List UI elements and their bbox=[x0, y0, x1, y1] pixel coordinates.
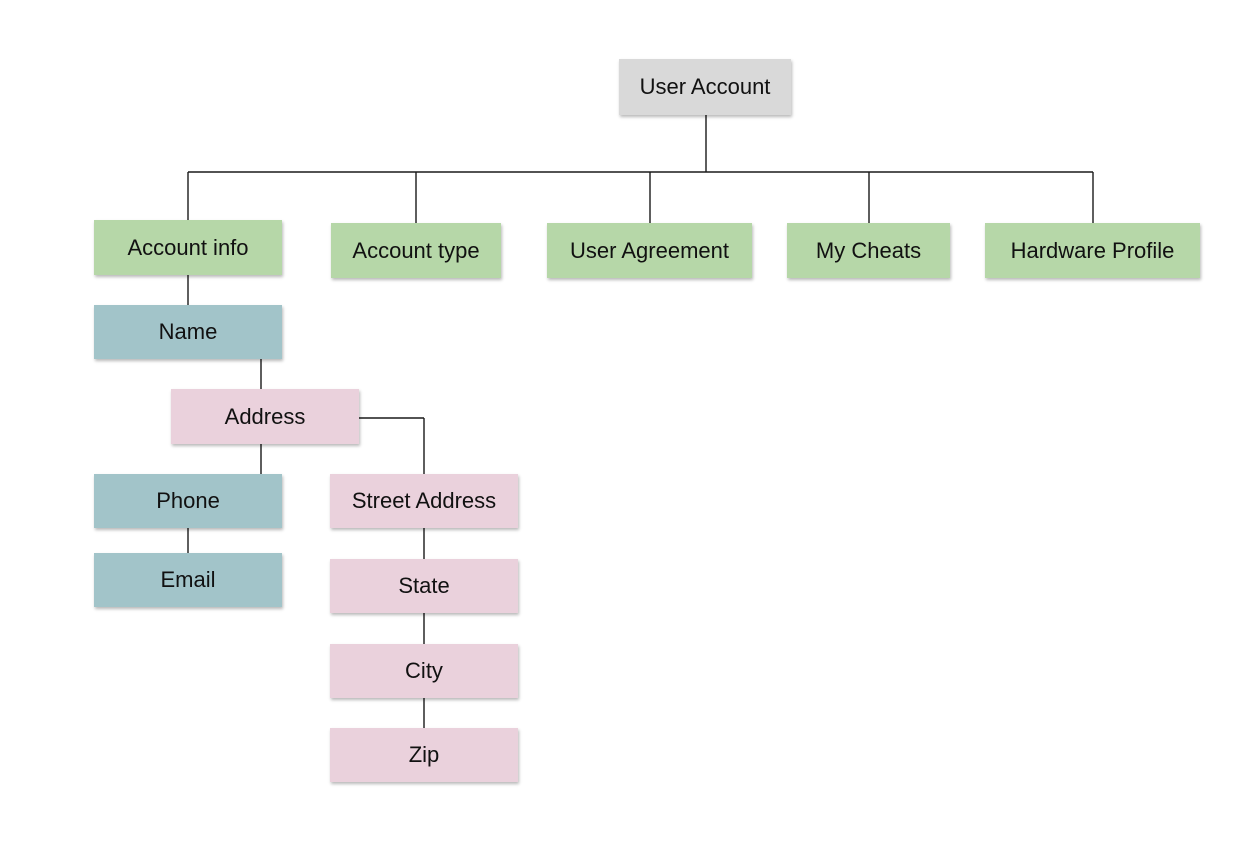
node-name: Name bbox=[94, 305, 282, 359]
node-user-agreement: User Agreement bbox=[547, 223, 752, 278]
node-email: Email bbox=[94, 553, 282, 607]
node-address: Address bbox=[171, 389, 359, 444]
node-street-address: Street Address bbox=[330, 474, 518, 528]
node-account-type: Account type bbox=[331, 223, 501, 278]
node-zip: Zip bbox=[330, 728, 518, 782]
node-phone: Phone bbox=[94, 474, 282, 528]
node-state: State bbox=[330, 559, 518, 613]
node-city: City bbox=[330, 644, 518, 698]
node-hardware-profile: Hardware Profile bbox=[985, 223, 1200, 278]
node-account-info: Account info bbox=[94, 220, 282, 275]
node-my-cheats: My Cheats bbox=[787, 223, 950, 278]
node-user-account: User Account bbox=[619, 59, 791, 115]
